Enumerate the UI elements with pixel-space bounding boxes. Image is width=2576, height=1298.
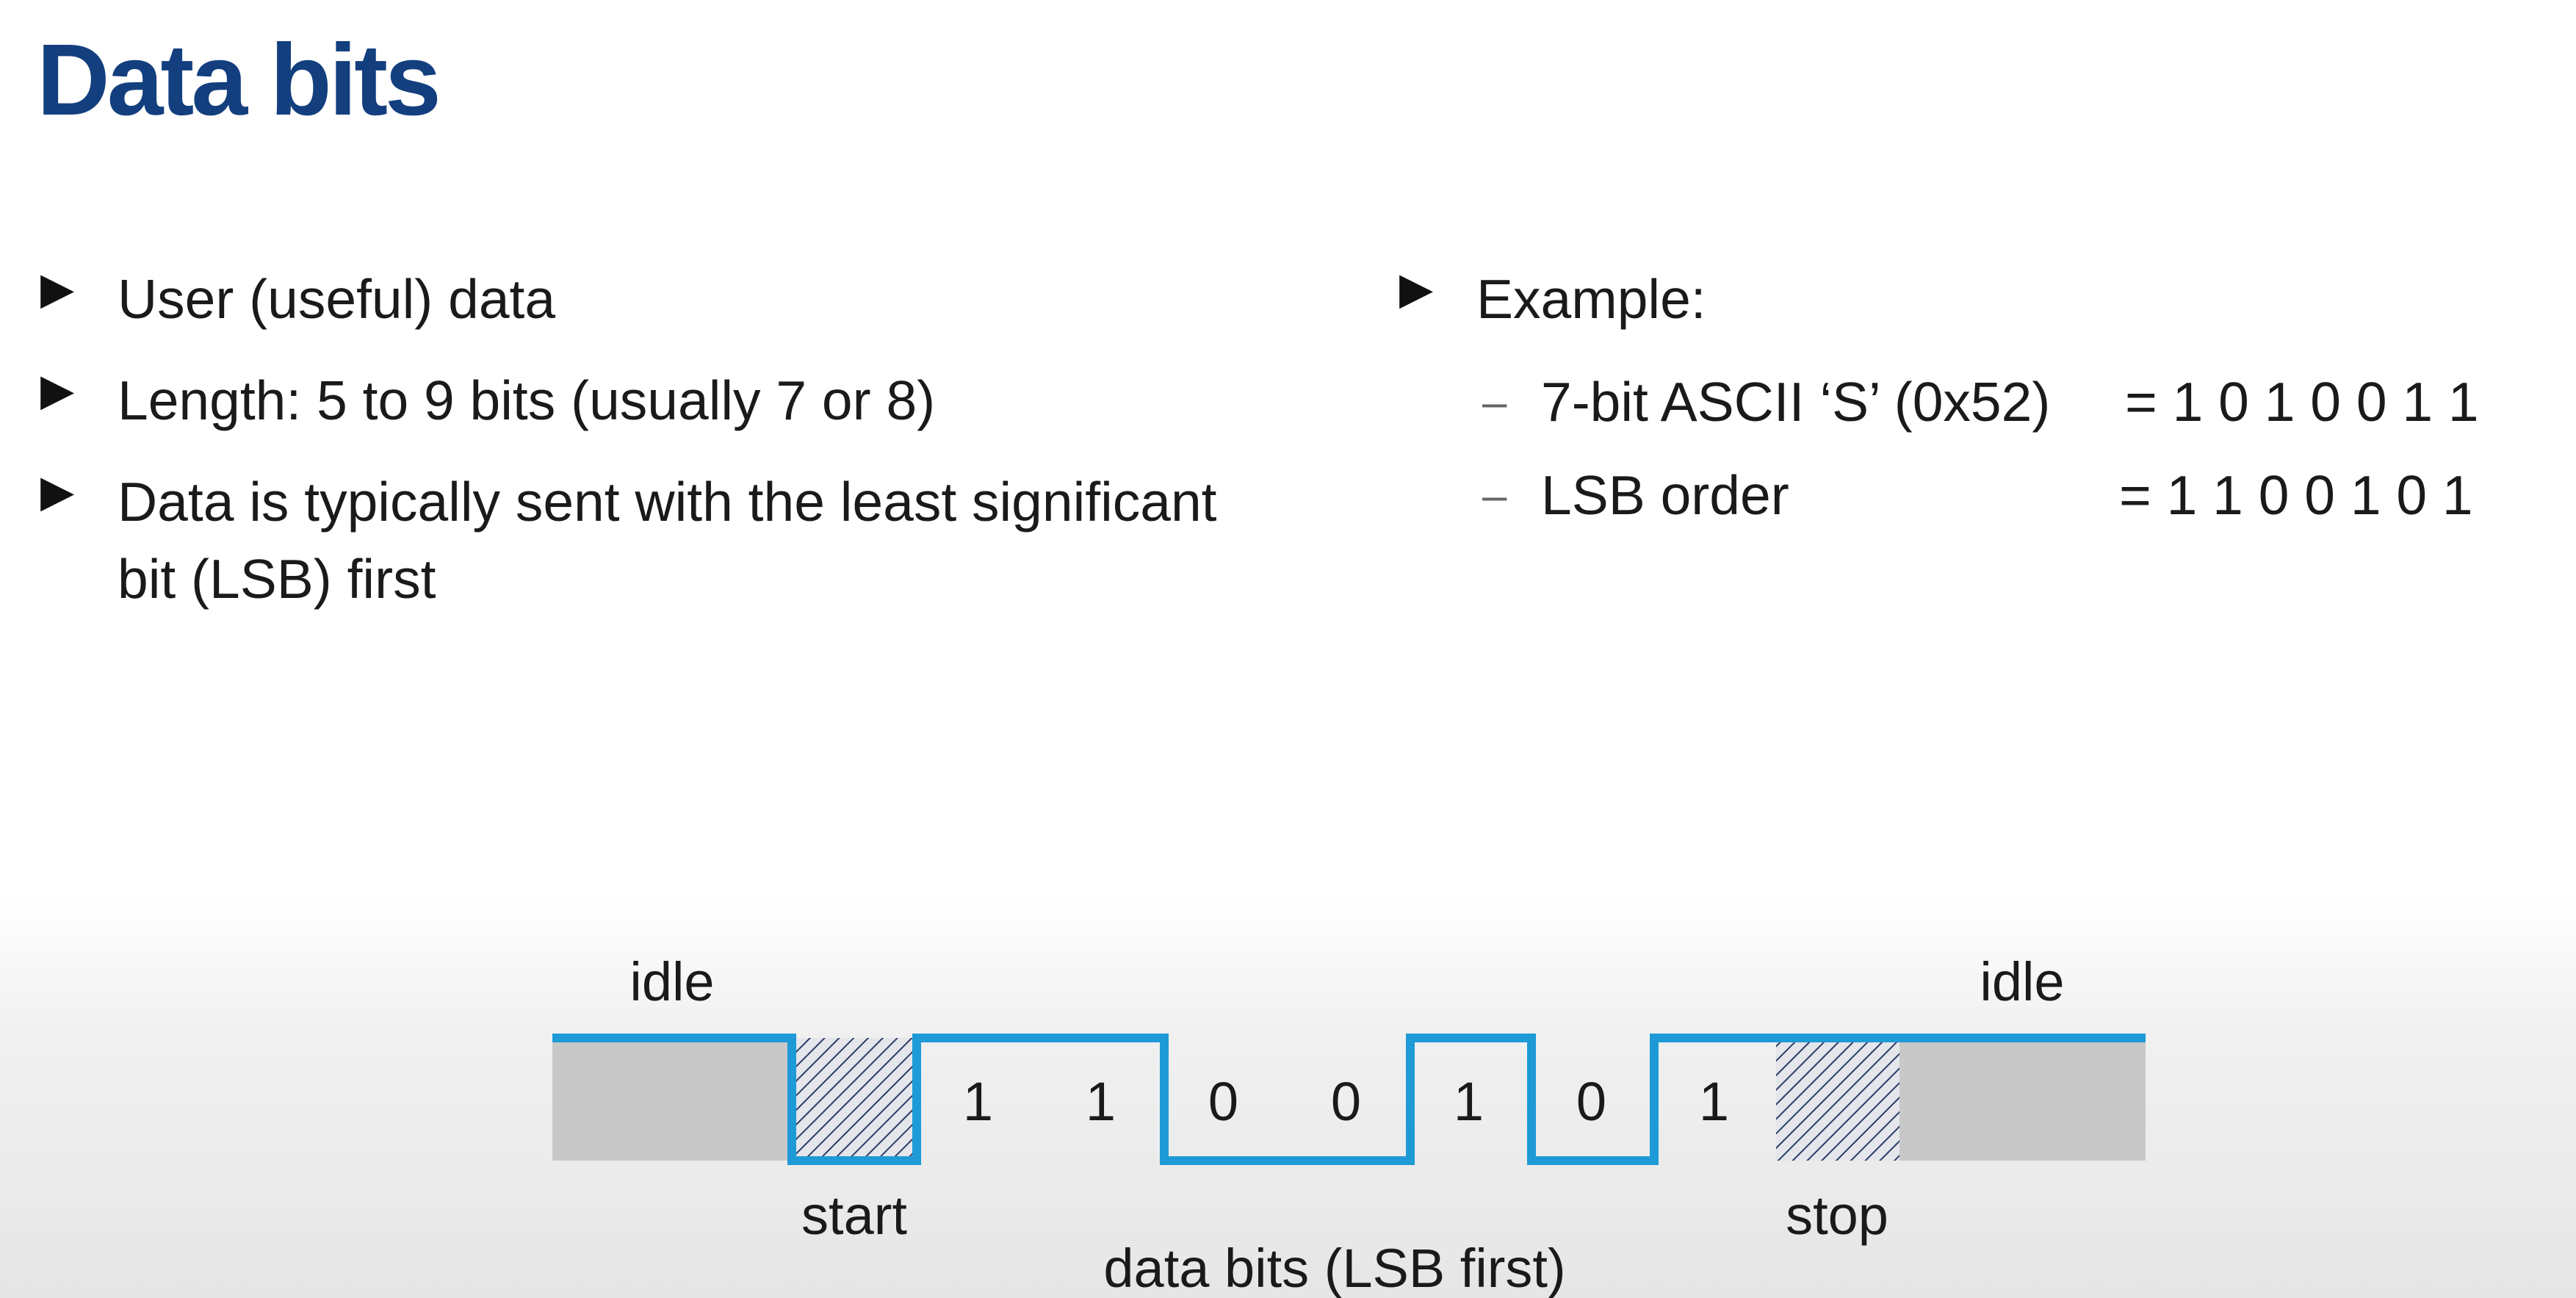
bullet-text: Data is typically sent with the least si… <box>118 471 1217 610</box>
example-label: LSB order <box>1541 464 1789 526</box>
background-fade <box>0 896 2576 1298</box>
bullet-text: User (useful) data <box>118 268 556 330</box>
idle-right-region <box>1899 1038 2146 1161</box>
example-row-lsb: – LSB order <box>1482 468 1789 523</box>
data-bits-caption: data bits (LSB first) <box>1103 1238 1565 1298</box>
example-label: 7-bit ASCII ‘S’ (0x52) <box>1541 371 2051 433</box>
start-label: start <box>801 1185 907 1246</box>
bullet-text: Example: <box>1476 268 1706 330</box>
stop-label: stop <box>1786 1185 1888 1246</box>
triangle-bullet-icon: ▶ <box>1399 264 1434 313</box>
signal-waveform <box>552 1034 2146 1165</box>
bullet-text: Length: 5 to 9 bits (usually 7 or 8) <box>118 369 936 431</box>
dash-icon: – <box>1482 471 1507 520</box>
bit-value-label: 0 <box>1208 1071 1238 1132</box>
data-bit-labels: 1 1 0 0 1 0 1 <box>963 1071 1729 1132</box>
bit-value-label: 0 <box>1576 1071 1606 1132</box>
idle-left-label: idle <box>629 951 714 1012</box>
dash-icon: – <box>1482 378 1507 427</box>
example-value-lsb: = 1 1 0 0 1 0 1 <box>2119 464 2473 526</box>
left-bullet-list: ▶ User (useful) data ▶ Length: 5 to 9 bi… <box>40 264 1289 653</box>
bit-value-label: 1 <box>1699 1071 1729 1132</box>
bullet-item: ▶ User (useful) data <box>40 261 1289 338</box>
bit-value-label: 1 <box>963 1071 993 1132</box>
triangle-bullet-icon: ▶ <box>40 264 75 313</box>
example-value-ascii: = 1 0 1 0 0 1 1 <box>2125 371 2479 433</box>
triangle-bullet-icon: ▶ <box>40 365 75 414</box>
bit-value-label: 1 <box>1086 1071 1116 1132</box>
idle-right-label: idle <box>1980 951 2064 1012</box>
stop-bit-region <box>1776 1038 1899 1161</box>
slide-title: Data bits <box>37 24 441 137</box>
idle-left-region <box>552 1038 792 1161</box>
bullet-item: ▶ Data is typically sent with the least … <box>40 464 1289 618</box>
example-row-ascii: – 7-bit ASCII ‘S’ (0x52) <box>1482 375 2050 430</box>
start-bit-region <box>792 1038 917 1161</box>
bit-value-label: 0 <box>1331 1071 1361 1132</box>
bullet-item: ▶ Length: 5 to 9 bits (usually 7 or 8) <box>40 362 1289 439</box>
bit-value-label: 1 <box>1454 1071 1484 1132</box>
bullet-item: ▶ Example: <box>1399 261 2560 338</box>
triangle-bullet-icon: ▶ <box>40 466 75 516</box>
right-bullet-list: ▶ Example: <box>1399 264 2560 373</box>
